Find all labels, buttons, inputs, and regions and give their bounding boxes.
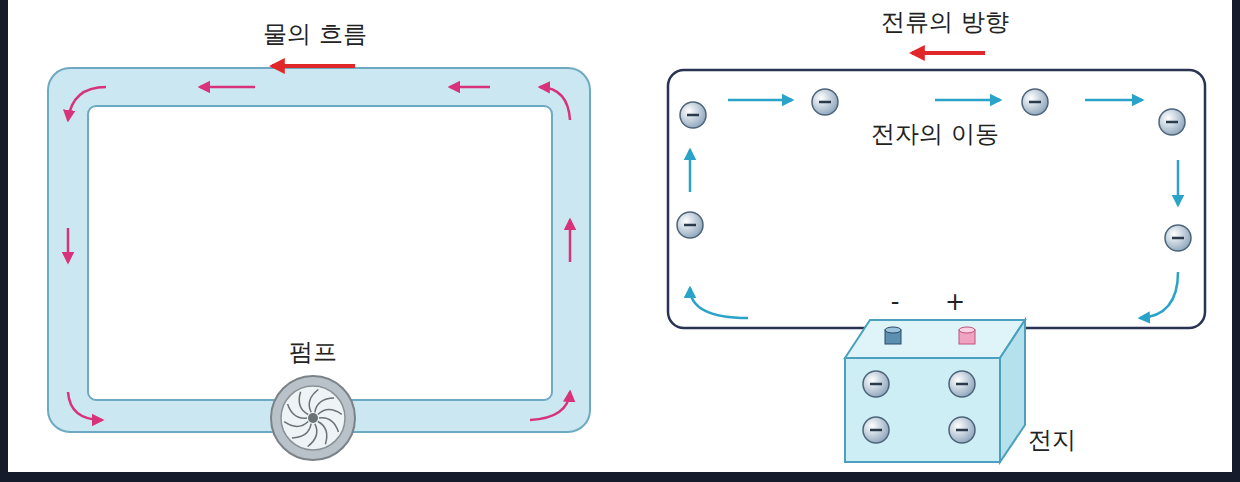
- wire: [668, 70, 1205, 328]
- pump-blade: [318, 410, 342, 415]
- pump-blade: [299, 392, 308, 415]
- electron: [1165, 225, 1191, 251]
- label: 전류의 방향: [881, 9, 1009, 35]
- electron: [863, 417, 889, 443]
- label: 전지: [1028, 427, 1076, 453]
- electrons: [677, 89, 1191, 443]
- negative-terminal: [885, 327, 901, 344]
- positive-terminal: [959, 327, 975, 344]
- flow-arrows: [68, 87, 570, 420]
- label: +: [945, 289, 965, 315]
- panel: [8, 0, 1232, 472]
- pump-blade: [318, 422, 327, 445]
- current-direction-arrow: [912, 51, 985, 55]
- electron: [1022, 89, 1048, 115]
- flow-direction-arrow: [272, 64, 355, 68]
- electron: [1159, 109, 1185, 135]
- electron: [812, 89, 838, 115]
- battery: [845, 320, 1025, 462]
- pump: [271, 376, 355, 460]
- pump-blade: [309, 389, 318, 412]
- pump-blade: [308, 424, 317, 447]
- electron: [863, 371, 889, 397]
- label: 물의 흐름: [263, 21, 367, 47]
- electron: [949, 417, 975, 443]
- electron-arrows: [690, 100, 1178, 318]
- label: -: [891, 289, 900, 315]
- electron: [949, 371, 975, 397]
- pump-blade: [284, 422, 308, 427]
- pipe-inner: [88, 106, 552, 400]
- label: 펌프: [289, 339, 337, 365]
- electron: [680, 102, 706, 128]
- electron: [677, 212, 703, 238]
- label: 전자의 이동: [871, 121, 999, 147]
